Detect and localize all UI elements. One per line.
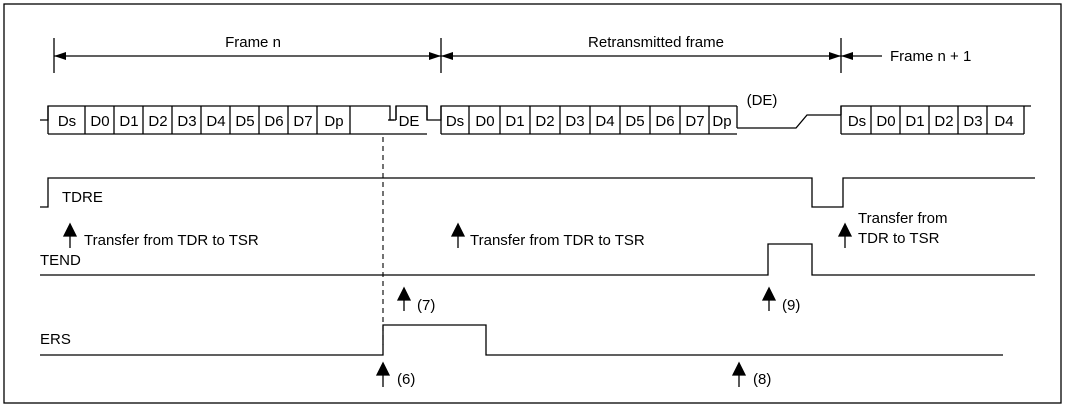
bit-d2: D2 bbox=[148, 113, 167, 130]
frame-spans: Frame n Retransmitted frame Frame n + 1 bbox=[53, 34, 971, 73]
bit-de-optional: (DE) bbox=[747, 92, 778, 109]
retransmitted-frame-label: Retransmitted frame bbox=[588, 34, 724, 51]
bit-d1: D1 bbox=[505, 113, 524, 130]
up-arrow-icon bbox=[731, 361, 747, 387]
tend-waveform bbox=[40, 243, 1035, 276]
up-arrow-icon bbox=[375, 361, 391, 387]
bit-d0: D0 bbox=[876, 113, 895, 130]
bit-d7: D7 bbox=[293, 113, 312, 130]
bit-d1: D1 bbox=[905, 113, 924, 130]
bit-d6: D6 bbox=[264, 113, 283, 130]
bit-d6: D6 bbox=[655, 113, 674, 130]
tdre-label: TDRE bbox=[62, 189, 103, 206]
marker-7: (7) bbox=[417, 297, 435, 314]
marker-9: (9) bbox=[782, 297, 800, 314]
diagram-border bbox=[3, 3, 1062, 404]
tdre-waveform bbox=[40, 177, 1035, 208]
bit-ds: Ds bbox=[848, 113, 866, 130]
ers-label: ERS bbox=[40, 331, 71, 348]
up-arrow-icon bbox=[450, 222, 466, 248]
frame-n1-label: Frame n + 1 bbox=[890, 48, 971, 65]
bit-d4: D4 bbox=[994, 113, 1013, 130]
bit-dp: Dp bbox=[324, 113, 343, 130]
bit-d7: D7 bbox=[685, 113, 704, 130]
bit-d0: D0 bbox=[90, 113, 109, 130]
tend-label: TEND bbox=[40, 252, 81, 269]
bit-d2: D2 bbox=[535, 113, 554, 130]
transfer-note: Transfer from TDR to TSR bbox=[84, 232, 259, 249]
bit-d4: D4 bbox=[595, 113, 614, 130]
ers-waveform bbox=[40, 324, 1003, 356]
bit-de: DE bbox=[399, 113, 420, 130]
tdre-signal: TDRE Transfer from TDR to TSR Transfer f… bbox=[40, 177, 1035, 249]
bit-d3: D3 bbox=[177, 113, 196, 130]
bit-d4: D4 bbox=[206, 113, 225, 130]
up-arrow-icon bbox=[396, 286, 412, 311]
bit-d5: D5 bbox=[625, 113, 644, 130]
bit-ds: Ds bbox=[58, 113, 76, 130]
data-waveform: Ds D0 D1 D2 D3 D4 D5 D6 D7 Dp DE Ds D0 D… bbox=[40, 92, 1031, 135]
transfer-note: Transfer from bbox=[858, 210, 947, 227]
bit-dp: Dp bbox=[712, 113, 731, 130]
bit-d5: D5 bbox=[235, 113, 254, 130]
marker-8: (8) bbox=[753, 371, 771, 388]
bit-d0: D0 bbox=[475, 113, 494, 130]
bit-d3: D3 bbox=[565, 113, 584, 130]
tend-signal: TEND (7) (9) bbox=[40, 243, 1035, 314]
frame-n-label: Frame n bbox=[225, 34, 281, 51]
bit-ds: Ds bbox=[446, 113, 464, 130]
transfer-note: Transfer from TDR to TSR bbox=[470, 232, 645, 249]
bit-d2: D2 bbox=[934, 113, 953, 130]
ers-signal: ERS (6) (8) bbox=[40, 324, 1003, 388]
bit-d1: D1 bbox=[119, 113, 138, 130]
marker-6: (6) bbox=[397, 371, 415, 388]
transfer-note: TDR to TSR bbox=[858, 230, 940, 247]
bit-d3: D3 bbox=[963, 113, 982, 130]
up-arrow-icon bbox=[62, 222, 78, 248]
up-arrow-icon bbox=[761, 286, 777, 311]
up-arrow-icon bbox=[837, 222, 853, 248]
